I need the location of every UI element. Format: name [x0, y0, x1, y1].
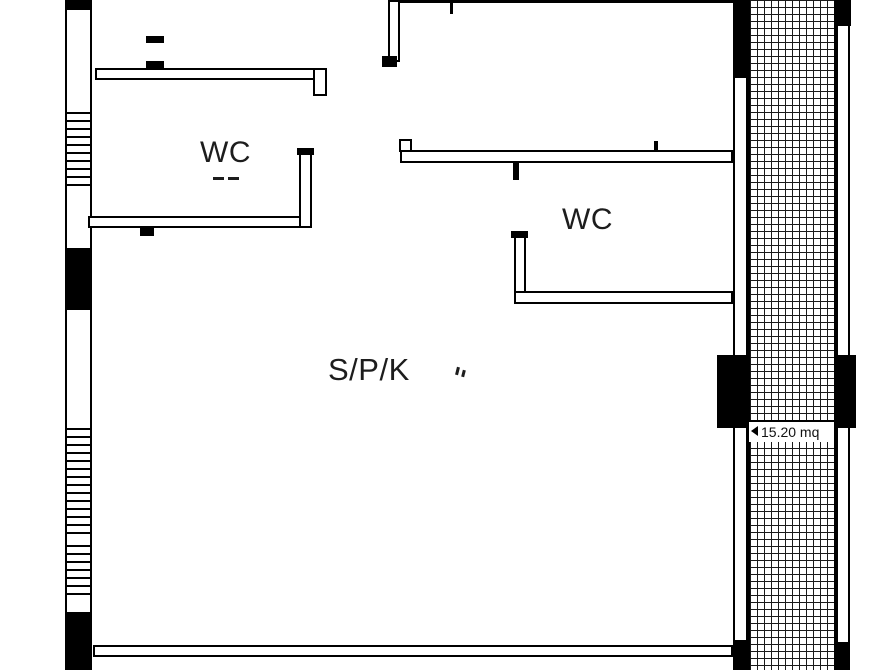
- balcony-inner-block-top: [733, 0, 748, 78]
- wall-wc2-bottom: [514, 291, 733, 304]
- pen-mark-1: [455, 366, 460, 376]
- middle-wall-tick: [654, 141, 658, 151]
- wall-top-middle: [388, 0, 400, 62]
- right-wall-line-2: [848, 0, 850, 670]
- middle-wall-door-jamb: [513, 163, 519, 180]
- wall-middle-horizontal: [400, 150, 733, 163]
- balcony-inner-wall-line-1: [733, 0, 735, 670]
- room-label-wc1: WC: [200, 136, 251, 169]
- wc1-pen-dash-1: [213, 177, 224, 180]
- right-wall-block-middle: [836, 355, 856, 428]
- wall-wc1-top: [95, 68, 327, 80]
- wall-wc2-left-cap: [511, 231, 528, 238]
- balcony-inner-block-bottom: [733, 640, 748, 670]
- wall-wc1-right: [299, 152, 312, 228]
- wall-bottom: [93, 645, 733, 657]
- wall-middle-left-hook: [399, 139, 412, 152]
- top-left-jamb-1: [146, 36, 164, 43]
- right-wall-line-1: [836, 0, 838, 670]
- window-left-2: [65, 428, 92, 538]
- wall-wc1-bottom: [88, 216, 312, 228]
- top-left-jamb-2: [146, 61, 164, 69]
- balcony-inner-wall-line-2: [746, 0, 748, 670]
- balcony-area-label: 15.20 mq: [749, 420, 834, 442]
- window-left-1: [65, 112, 92, 190]
- left-wall-block-1: [65, 248, 92, 310]
- room-label-wc2: WC: [562, 203, 613, 236]
- balcony-inner-block-middle: [717, 355, 748, 428]
- left-wall-inner-line: [90, 0, 92, 670]
- wall-wc1-right-cap: [297, 148, 314, 155]
- top-wall-line: [400, 0, 748, 3]
- wall-top-middle-cap: [382, 56, 397, 67]
- left-wall-block-bottom: [65, 612, 92, 670]
- pen-mark-2: [461, 369, 466, 378]
- left-wall-outer-line: [65, 0, 67, 670]
- balcony-area-tick-icon: [751, 426, 758, 436]
- wc1-pen-dash-2: [228, 177, 239, 180]
- wc1-door-jamb: [140, 228, 154, 236]
- room-label-spk: S/P/K: [328, 352, 410, 387]
- right-wall-block-bottom: [836, 642, 850, 670]
- window-left-3: [65, 545, 92, 600]
- right-wall-block-top: [836, 0, 851, 26]
- balcony-hatch-area: [748, 0, 836, 670]
- wall-wc1-top-hook: [313, 68, 327, 96]
- left-wall-top-cap: [65, 0, 92, 10]
- top-wall-tick: [450, 0, 453, 14]
